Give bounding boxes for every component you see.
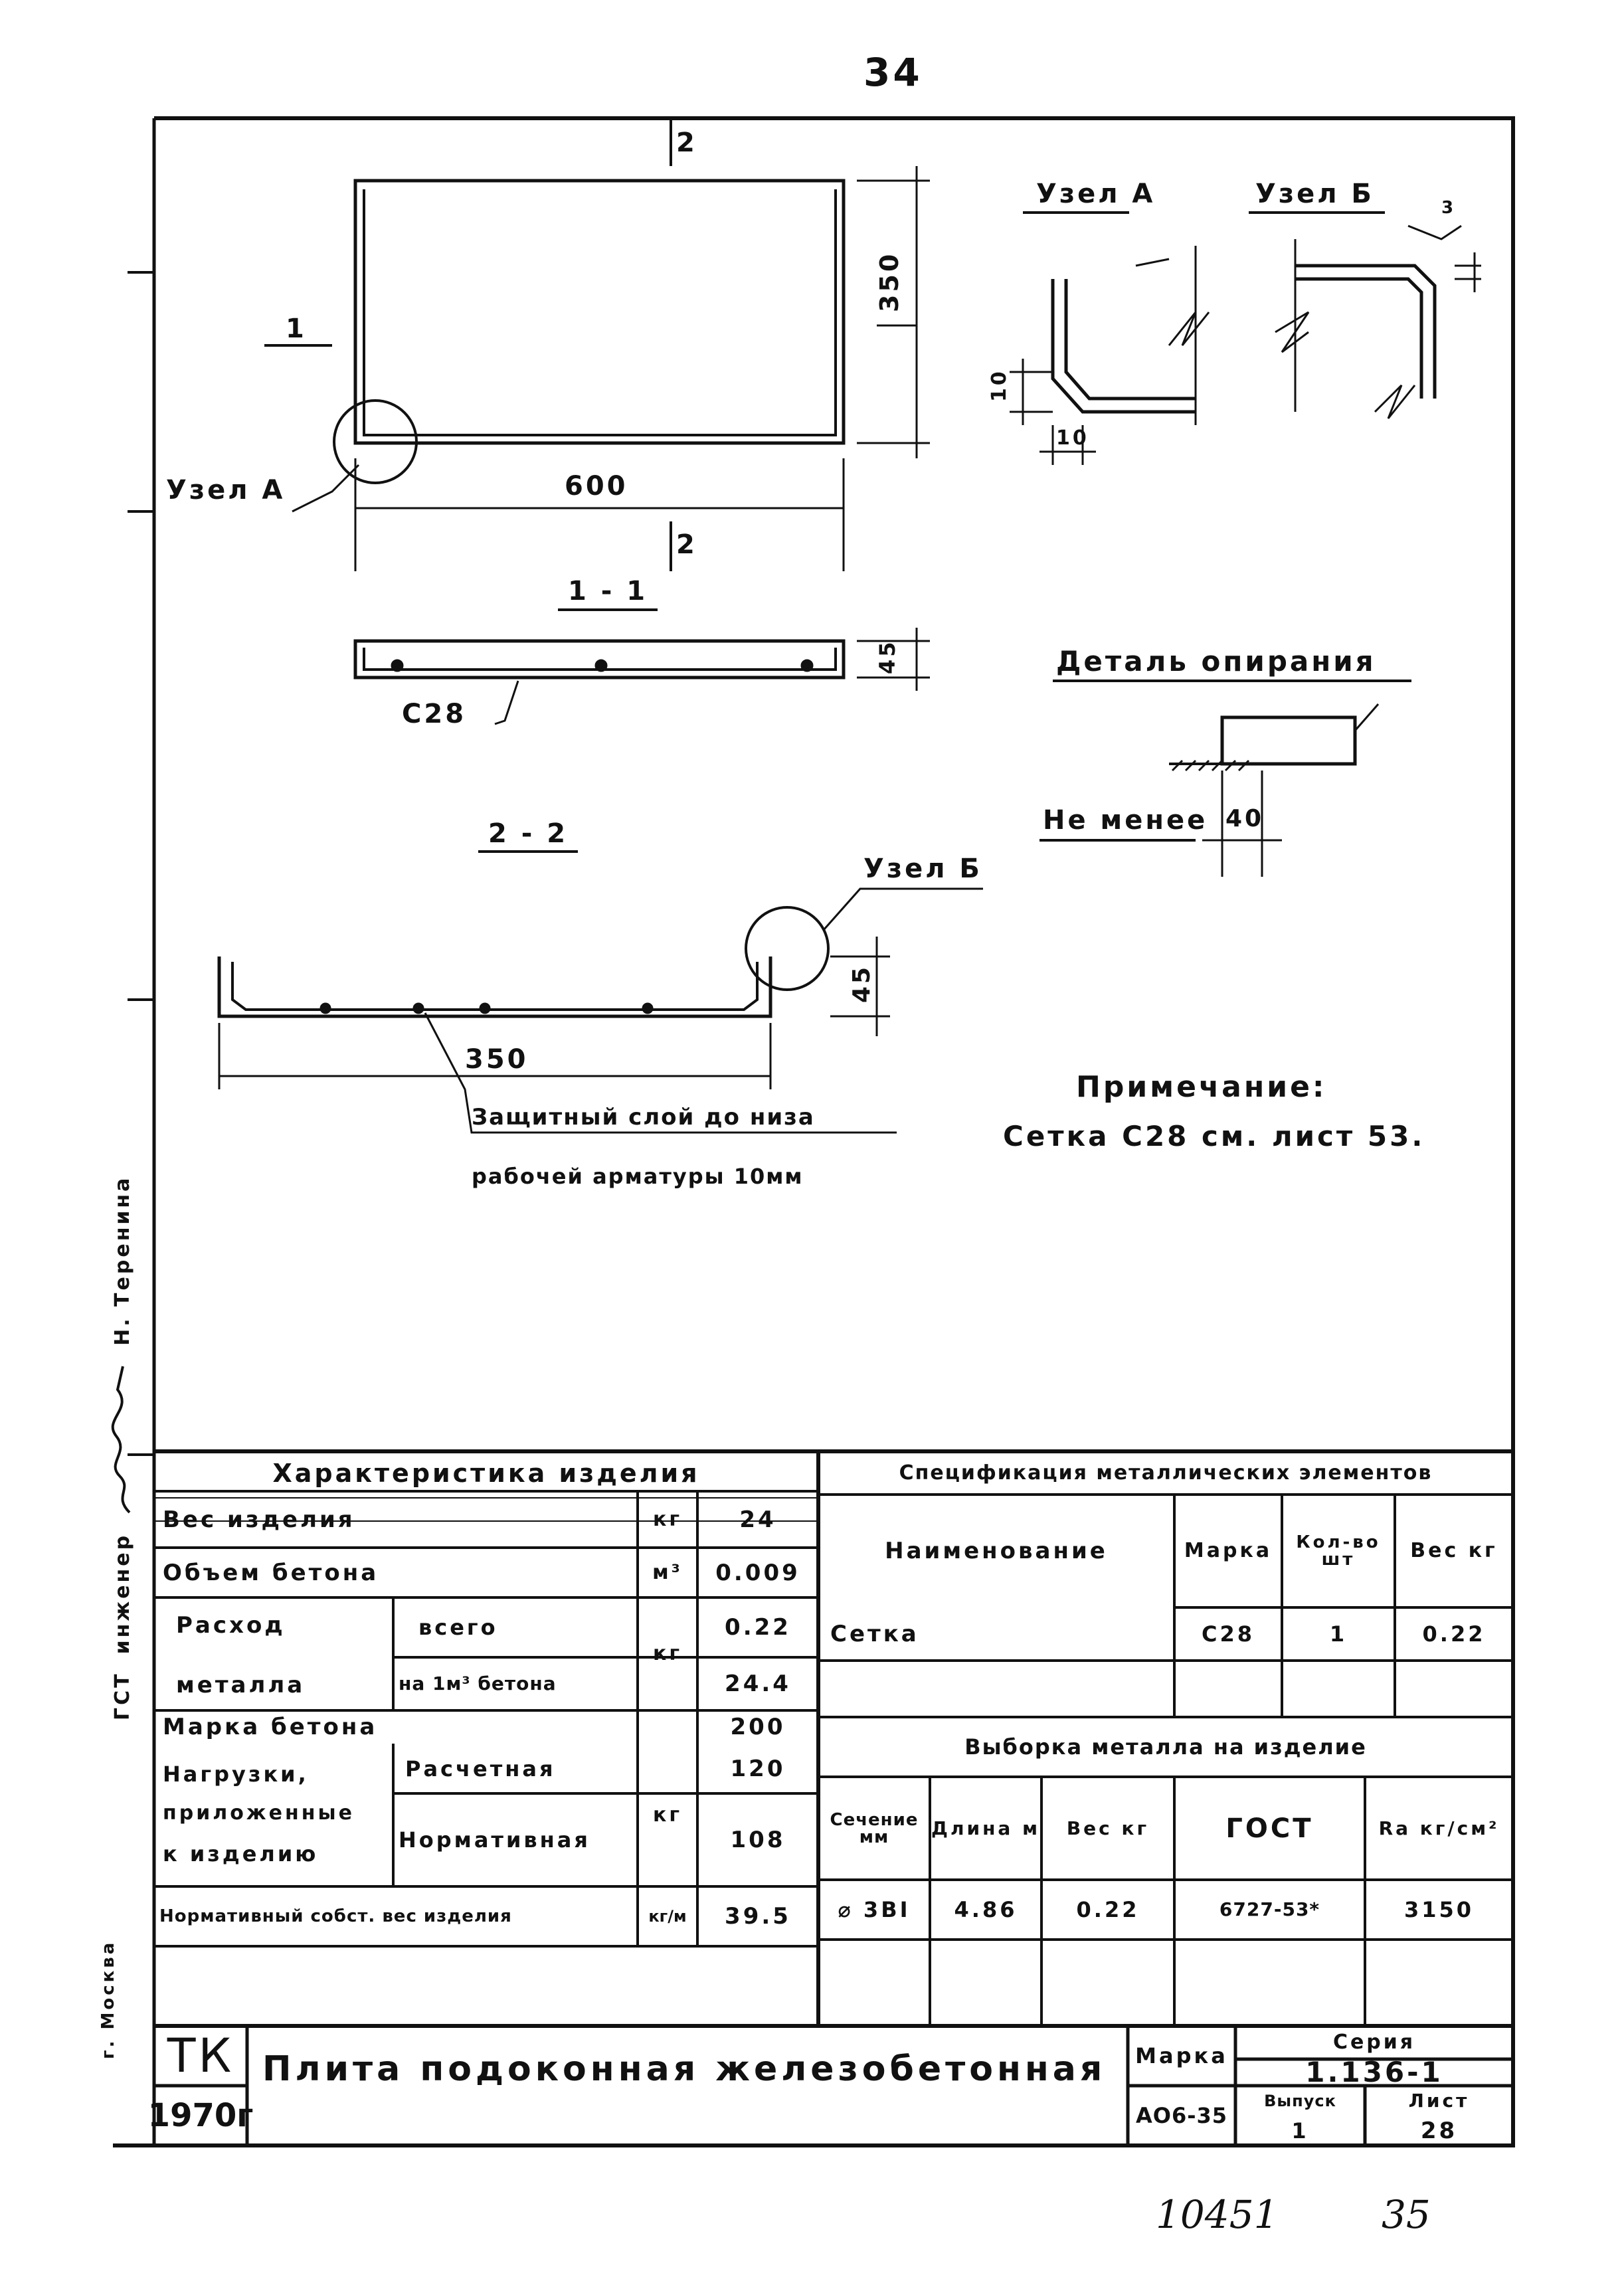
spec-cell-qty: 1	[1329, 1621, 1348, 1647]
own-weight-unit: кг/м	[648, 1907, 687, 1926]
metal-per-m3-value: 24.4	[725, 1671, 791, 1697]
characteristics-title: Характеристика изделия	[272, 1458, 700, 1488]
title-block-name: Плита подоконная железобетонная	[262, 2049, 1107, 2089]
loads-label-2: приложенные	[163, 1801, 355, 1825]
plan-section-1: 1	[286, 314, 307, 344]
selection-header-length: Длина м	[931, 1817, 1040, 1839]
section-2-2-note-line1: Защитный слой до низа	[472, 1104, 815, 1131]
load-design-label: Расчетная	[405, 1756, 556, 1781]
load-normative-label: Нормативная	[399, 1827, 590, 1853]
section-2-2	[217, 850, 983, 1134]
title-block-tk: ТК	[167, 2029, 234, 2083]
section-2-2-title: 2 - 2	[488, 818, 569, 849]
title-block-issue: 1	[1291, 2118, 1309, 2143]
support-detail-title: Деталь опирания	[1056, 645, 1376, 678]
metal-label-2: металла	[176, 1672, 306, 1698]
selection-cell-section: ⌀ 3BI	[838, 1897, 911, 1922]
title-block-series: 1.136-1	[1305, 2056, 1443, 2088]
node-b-title: Узел Б	[1255, 179, 1374, 209]
plan-dim-length: 600	[565, 471, 628, 501]
page-number-top: 34	[863, 50, 923, 95]
load-design-value: 120	[730, 1755, 786, 1782]
spec-header-mark: Марка	[1184, 1539, 1273, 1562]
volume-label: Объем бетона	[163, 1559, 379, 1586]
support-min-value: 40	[1225, 805, 1265, 832]
section-2-2-dim-width: 350	[465, 1044, 529, 1075]
selection-header-section: Сечение мм	[830, 1809, 919, 1847]
metal-per-m3-label: на 1м³ бетона	[399, 1673, 557, 1694]
spec-title: Спецификация металлических элементов	[899, 1461, 1433, 1485]
selection-cell-gost: 6727-53*	[1219, 1898, 1320, 1920]
plan-callout-node-a: Узел А	[166, 475, 286, 505]
inventory-number: 10451	[1156, 2192, 1279, 2237]
metal-unit: кг	[652, 1642, 683, 1665]
spec-cell-name: Сетка	[830, 1621, 919, 1647]
node-b-detail	[1249, 211, 1481, 419]
handwritten-signature	[110, 1363, 136, 1516]
section-1-1-title: 1 - 1	[568, 576, 648, 606]
section-2-2-note-line2: рабочей арматуры 10мм	[472, 1164, 804, 1189]
note-title: Примечание:	[1076, 1070, 1327, 1104]
signature-line: ГСТ инженер Н. Теренина	[103, 1056, 143, 1720]
metal-total-value: 0.22	[725, 1614, 791, 1641]
spec-header-weight: Вес кг	[1410, 1539, 1498, 1562]
plan-view	[264, 118, 930, 571]
page-number-bottom: 35	[1382, 2192, 1431, 2237]
title-block-sheet: 28	[1420, 2117, 1458, 2144]
selection-cell-weight: 0.22	[1076, 1897, 1140, 1922]
own-weight-value: 39.5	[725, 1903, 791, 1930]
plan-section-2-bottom: 2	[676, 529, 697, 560]
weight-label: Вес изделия	[163, 1506, 355, 1533]
metal-selection-title: Выборка металла на изделие	[964, 1734, 1367, 1760]
selection-header-weight: Вес кг	[1066, 1817, 1150, 1839]
title-block-mark-label: Марка	[1135, 2043, 1228, 2068]
sheet-frame	[113, 116, 1515, 2147]
metal-total-label: всего	[418, 1615, 498, 1640]
loads-label-1: Нагрузки,	[163, 1762, 309, 1787]
spec-header-qty: Кол-во шт	[1296, 1532, 1381, 1570]
title-block-mark: АО6-35	[1135, 2103, 1228, 2128]
load-normative-value: 108	[730, 1827, 786, 1853]
title-block-year: 1970г	[147, 2097, 254, 2134]
selection-header-gost: ГОСТ	[1225, 1813, 1314, 1844]
selection-header-ra: Rа кг/см²	[1378, 1817, 1500, 1839]
title-block-issue-label: Выпуск	[1264, 2091, 1336, 2110]
metal-label-1: Расход	[176, 1612, 286, 1639]
plan-dim-width: 350	[875, 251, 904, 312]
support-detail	[1039, 680, 1411, 877]
own-weight-label: Нормативный собст. вес изделия	[159, 1906, 512, 1926]
grade-label: Марка бетона	[163, 1714, 378, 1740]
node-a-title: Узел А	[1036, 179, 1156, 209]
support-min-label: Не менее	[1043, 805, 1208, 836]
title-block-sheet-label: Лист	[1408, 2089, 1470, 2112]
weight-value: 24	[739, 1506, 776, 1533]
node-a-detail	[1010, 211, 1210, 465]
spec-cell-weight: 0.22	[1422, 1621, 1486, 1647]
loads-unit: кг	[652, 1803, 683, 1827]
section-2-2-callout-node-b: Узел Б	[863, 854, 982, 884]
node-a-circle	[333, 399, 418, 484]
node-a-dim-h: 10	[988, 369, 1011, 402]
title-block-series-label: Серия	[1332, 2031, 1416, 2054]
section-1-1	[353, 608, 930, 725]
spec-header-name: Наименование	[885, 1538, 1108, 1564]
node-a-dim-w: 10	[1056, 426, 1089, 450]
selection-cell-ra: 3150	[1403, 1897, 1475, 1922]
loads-label-3: к изделию	[163, 1841, 319, 1866]
volume-unit: м³	[652, 1560, 683, 1584]
note-text: Сетка С28 см. лист 53.	[1003, 1120, 1425, 1152]
grade-value: 200	[730, 1714, 786, 1740]
selection-cell-length: 4.86	[954, 1897, 1018, 1922]
tables-grid	[154, 1449, 1513, 2145]
volume-value: 0.009	[715, 1559, 800, 1586]
section-1-1-mesh-label: С28	[402, 699, 467, 729]
spec-cell-mark: С28	[1201, 1621, 1255, 1647]
section-2-2-dim-h: 45	[848, 964, 875, 1003]
plan-section-2-top: 2	[676, 128, 697, 158]
weight-unit: кг	[652, 1507, 683, 1531]
section-1-1-dim-h: 45	[875, 639, 900, 674]
node-b-dim-small: 3	[1441, 198, 1457, 218]
